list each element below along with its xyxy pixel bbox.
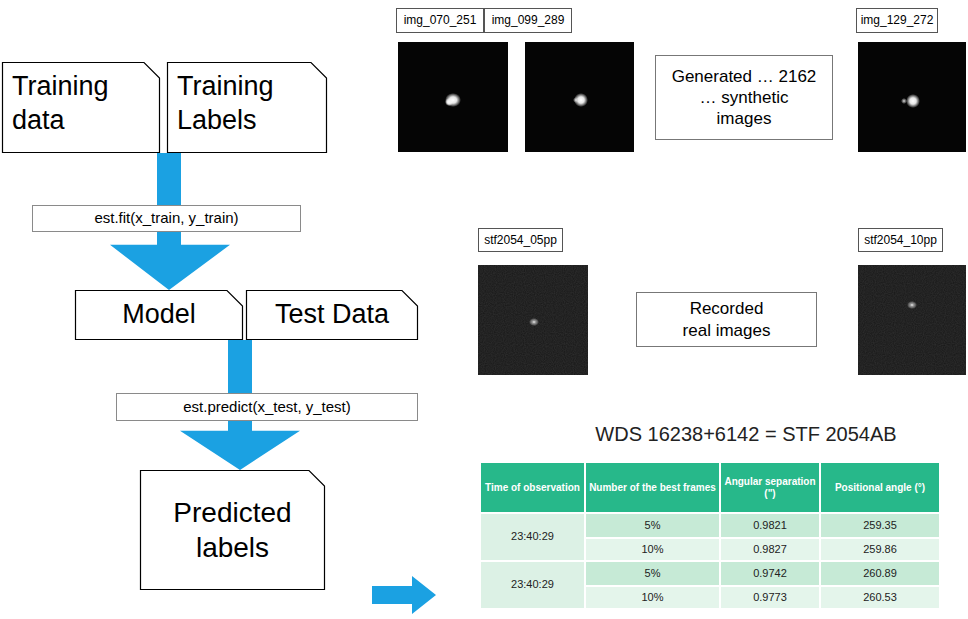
table-cell: 10% <box>638 543 666 556</box>
table-cell: 260.53 <box>860 591 900 604</box>
node-text: Recorded real images <box>674 298 779 341</box>
table-cell: 0.9821 <box>750 519 790 532</box>
table-title: WDS 16238+6142 = STF 2054AB <box>592 422 899 446</box>
document-box: Training Labels <box>167 62 327 153</box>
flow-arrow <box>157 153 169 205</box>
result-arrow <box>372 576 436 614</box>
table-title-area: WDS 16238+6142 = STF 2054AB <box>556 419 936 449</box>
flow-arrow <box>169 153 181 205</box>
table-header: Angular separation (") <box>721 476 819 500</box>
flow-arrow <box>180 421 300 470</box>
document-box: Test Data <box>246 290 418 340</box>
image-name-tag: img_099_289 <box>484 8 572 33</box>
table-cell-box: 0.9821 <box>720 513 820 538</box>
node-text: Model <box>122 298 196 332</box>
document-outline <box>3 63 160 153</box>
table-cell: 5% <box>642 519 664 532</box>
table-cell: 260.89 <box>860 567 900 580</box>
document-outline <box>140 470 325 590</box>
table-cell-box: 0.9773 <box>720 586 820 609</box>
note-box: Generated … 2162 … synthetic images <box>655 55 833 140</box>
node-text: Training Labels <box>177 70 317 138</box>
document-outline <box>141 471 325 590</box>
table-cell-box: 0.9827 <box>720 538 820 561</box>
node-text: Training data <box>12 70 150 138</box>
node-text: est.predict(x_test, y_test) <box>183 398 351 417</box>
node-text: img_129_272 <box>861 13 934 28</box>
recorded-image <box>858 265 966 375</box>
table-cell-box: 23:40:29 <box>480 561 585 609</box>
flow-arrow <box>110 232 230 290</box>
table-header: Number of the best frames <box>586 482 719 494</box>
node-text: est.fit(x_train, y_train) <box>94 209 238 228</box>
table-cell: 10% <box>638 591 666 604</box>
node-text: stf2054_05pp <box>484 233 557 248</box>
document-box: Training data <box>2 62 160 153</box>
table-cell-box: 10% <box>585 586 720 609</box>
table-header: Time of observation <box>482 482 583 494</box>
node-text: Predicted labels <box>158 495 308 565</box>
note-box: Recorded real images <box>636 292 817 347</box>
code-box: est.predict(x_test, y_test) <box>116 393 418 421</box>
table-cell: 0.9742 <box>750 567 790 580</box>
synthetic-image <box>525 42 634 152</box>
table-cell-box: 0.9742 <box>720 561 820 586</box>
image-name-tag: stf2054_10pp <box>858 228 943 252</box>
table-cell: 5% <box>642 567 664 580</box>
table-cell: 23:40:29 <box>508 530 557 543</box>
table-cell-box: 10% <box>585 538 720 561</box>
table-cell-box: 259.86 <box>820 538 940 561</box>
synthetic-image <box>398 42 508 152</box>
document-outline <box>247 291 418 340</box>
flow-arrow <box>228 340 240 393</box>
table-cell-box: Time of observation <box>480 462 585 513</box>
code-box: est.fit(x_train, y_train) <box>32 205 301 232</box>
table-cell-box: 5% <box>585 561 720 586</box>
recorded-image <box>478 265 588 375</box>
table-header: Positional angle (°) <box>832 482 928 494</box>
image-name-tag: img_129_272 <box>856 8 938 33</box>
synthetic-image <box>858 42 966 152</box>
table-cell-box: 5% <box>585 513 720 538</box>
node-text: img_070_251 <box>404 13 477 28</box>
image-name-tag: stf2054_05pp <box>478 228 563 252</box>
node-text: img_099_289 <box>492 13 565 28</box>
node-text: Test Data <box>275 298 389 332</box>
document-box: Model <box>75 290 243 340</box>
table-cell: 0.9827 <box>750 543 790 556</box>
document-outline <box>76 291 243 340</box>
table-cell-box: Positional angle (°) <box>820 462 940 513</box>
document-outline <box>168 63 327 153</box>
table-cell-box: Angular separation (") <box>720 462 820 513</box>
node-text: stf2054_10pp <box>864 233 937 248</box>
node-text: Generated … 2162 … synthetic images <box>672 66 817 130</box>
table-cell-box: Number of the best frames <box>585 462 720 513</box>
table-cell: 259.35 <box>860 519 900 532</box>
table-cell: 259.86 <box>860 543 900 556</box>
flow-arrow <box>240 340 252 393</box>
table-cell-box: 260.89 <box>820 561 940 586</box>
image-name-tag: img_070_251 <box>396 8 484 33</box>
table-cell-box: 259.35 <box>820 513 940 538</box>
table-cell: 23:40:29 <box>508 578 557 591</box>
document-box: Predicted labels <box>140 470 325 590</box>
table-cell-box: 260.53 <box>820 586 940 609</box>
table-cell: 0.9773 <box>750 591 790 604</box>
table-cell-box: 23:40:29 <box>480 513 585 561</box>
